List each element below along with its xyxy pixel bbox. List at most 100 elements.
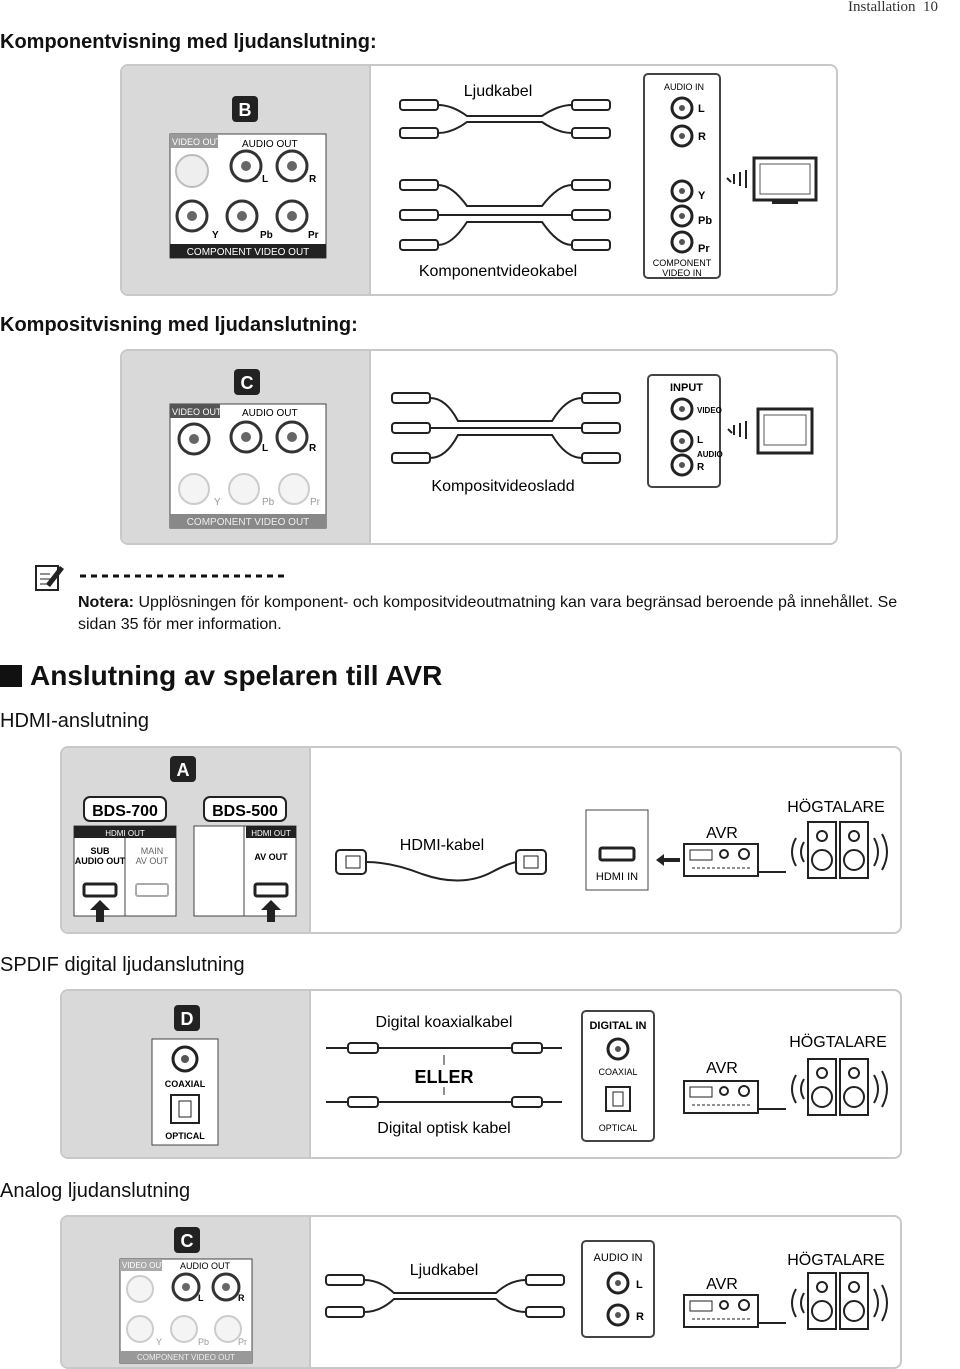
main-label: MAIN bbox=[141, 846, 164, 856]
tv-label-y: Y bbox=[698, 190, 706, 202]
component-in-label-2: VIDEO IN bbox=[662, 268, 702, 278]
header-section: Installation bbox=[848, 0, 916, 15]
tv-label-r: R bbox=[698, 131, 706, 143]
input-label: INPUT bbox=[670, 382, 703, 394]
video-out-jack bbox=[175, 154, 209, 188]
arrow-left-icon bbox=[656, 854, 680, 866]
hdmi-diagram: A BDS-700 BDS-500 HDMI OUT SUB AUDIO OUT… bbox=[60, 746, 902, 934]
hdmi-port-main bbox=[135, 883, 169, 897]
badge-a: A bbox=[177, 760, 190, 780]
avr-coaxial-label: COAXIAL bbox=[598, 1067, 637, 1077]
label-r: R bbox=[309, 174, 317, 185]
component-diagram: B VIDEO OUT AUDIO OUT L R Y Pb Pr COMPON… bbox=[120, 64, 838, 296]
hdmi-in-label: HDMI IN bbox=[596, 871, 638, 883]
avr-label-l: L bbox=[636, 1279, 643, 1291]
coaxial-label: COAXIAL bbox=[165, 1079, 206, 1089]
audio-in-label: AUDIO IN bbox=[664, 82, 704, 92]
model-bds500: BDS-500 bbox=[212, 803, 278, 820]
label-pb: Pb bbox=[198, 1337, 209, 1347]
page-header: Installation 10 bbox=[848, 0, 938, 16]
label-y: Y bbox=[156, 1337, 162, 1347]
label-r: R bbox=[309, 443, 317, 454]
spdif-section-title: SPDIF digital ljudanslutning bbox=[0, 954, 245, 976]
arrow-up-icon bbox=[261, 900, 281, 922]
component-video-out-label: COMPONENT VIDEO OUT bbox=[137, 1353, 235, 1362]
composite-diagram: C VIDEO OUT AUDIO OUT L R Y Pb Pr COMPON… bbox=[120, 349, 838, 545]
avr-label: AVR bbox=[706, 1276, 738, 1293]
hdmi-cable-label: HDMI-kabel bbox=[400, 837, 484, 854]
sub-audio-out-label: AUDIO OUT bbox=[75, 856, 126, 866]
component-video-out-label: COMPONENT VIDEO OUT bbox=[187, 517, 310, 528]
speakers-icon bbox=[791, 1272, 888, 1330]
audio-out-label: AUDIO OUT bbox=[242, 139, 298, 150]
label-pb: Pb bbox=[260, 230, 273, 241]
avr-label: AVR bbox=[706, 1060, 738, 1077]
speakers-icon bbox=[791, 821, 888, 879]
or-label: ELLER bbox=[414, 1067, 473, 1087]
main-av-out-label: AV OUT bbox=[136, 856, 169, 866]
component-section-title: Komponentvisning med ljudanslutning: bbox=[0, 31, 377, 53]
tv-icon bbox=[726, 156, 818, 204]
label-r: R bbox=[238, 1293, 245, 1303]
note-label: Notera: bbox=[78, 594, 135, 611]
label-pr: Pr bbox=[238, 1337, 247, 1347]
label-pr: Pr bbox=[308, 230, 319, 241]
tv-label-l: L bbox=[698, 103, 705, 115]
speakers-label: HÖGTALARE bbox=[787, 1251, 885, 1269]
video-in-label: VIDEO bbox=[697, 406, 722, 415]
digital-in-label: DIGITAL IN bbox=[589, 1020, 646, 1032]
sub-label: SUB bbox=[90, 846, 110, 856]
avr-section-heading: Anslutning av spelaren till AVR bbox=[0, 660, 442, 692]
hdmi-port-sub bbox=[82, 882, 118, 898]
video-out-label: VIDEO OUT bbox=[172, 407, 222, 417]
coax-cable-label: Digital koaxialkabel bbox=[376, 1014, 513, 1031]
label-l: L bbox=[198, 1293, 204, 1303]
speakers-icon bbox=[791, 1058, 888, 1116]
audio-cable-label: Ljudkabel bbox=[410, 1262, 479, 1279]
video-out-jack bbox=[126, 1275, 154, 1303]
audio-out-label: AUDIO OUT bbox=[180, 1261, 231, 1271]
label-y: Y bbox=[212, 230, 219, 241]
av-out-label: AV OUT bbox=[254, 852, 288, 862]
tv-label-pr: Pr bbox=[698, 243, 710, 255]
hdmi-section-title: HDMI-anslutning bbox=[0, 710, 149, 732]
avr-icon bbox=[683, 1080, 759, 1114]
label-y: Y bbox=[214, 497, 221, 508]
tv-label-l: L bbox=[697, 435, 703, 446]
page-number: 10 bbox=[923, 0, 938, 15]
note-body: Upplösningen för komponent- och komposit… bbox=[78, 594, 898, 633]
hdmi-out-label: HDMI OUT bbox=[105, 829, 145, 838]
avr-section-title: Anslutning av spelaren till AVR bbox=[30, 660, 443, 691]
tv-label-pb: Pb bbox=[698, 215, 712, 227]
avr-icon bbox=[683, 843, 759, 877]
hdmi-port-500 bbox=[253, 882, 289, 898]
speakers-label: HÖGTALARE bbox=[789, 1033, 887, 1051]
audio-in-label: AUDIO IN bbox=[594, 1252, 643, 1264]
component-video-out-label: COMPONENT VIDEO OUT bbox=[187, 247, 310, 258]
heading-square-icon bbox=[0, 665, 22, 687]
tv-icon bbox=[727, 407, 814, 455]
component-in-label-1: COMPONENT bbox=[653, 258, 712, 268]
analog-diagram: C VIDEO OUT AUDIO OUT L R Y Pb Pr COMPON… bbox=[60, 1215, 902, 1369]
tv-label-r: R bbox=[697, 462, 705, 473]
avr-optical-label: OPTICAL bbox=[599, 1123, 638, 1133]
note-icon bbox=[35, 565, 288, 591]
analog-section-title: Analog ljudanslutning bbox=[0, 1180, 191, 1202]
avr-label-r: R bbox=[636, 1311, 644, 1323]
label-pr: Pr bbox=[310, 497, 321, 508]
hdmi-out-label-500: HDMI OUT bbox=[251, 829, 291, 838]
label-l: L bbox=[262, 443, 268, 454]
badge-b: B bbox=[239, 100, 252, 120]
note-text: Notera: Upplösningen för komponent- och … bbox=[78, 592, 938, 636]
optical-label: OPTICAL bbox=[165, 1131, 205, 1141]
label-l: L bbox=[262, 174, 268, 185]
composite-section-title: Kompositvisning med ljudanslutning: bbox=[0, 314, 358, 336]
audio-cable-label: Ljudkabel bbox=[464, 83, 533, 100]
model-bds700: BDS-700 bbox=[92, 803, 158, 820]
optical-cable-label: Digital optisk kabel bbox=[377, 1120, 510, 1137]
speakers-label: HÖGTALARE bbox=[787, 798, 885, 816]
component-cable-label: Komponentvideokabel bbox=[419, 263, 577, 280]
badge-c: C bbox=[241, 373, 254, 393]
video-out-label: VIDEO OUT bbox=[122, 1261, 166, 1270]
badge-c-analog: C bbox=[181, 1231, 194, 1251]
